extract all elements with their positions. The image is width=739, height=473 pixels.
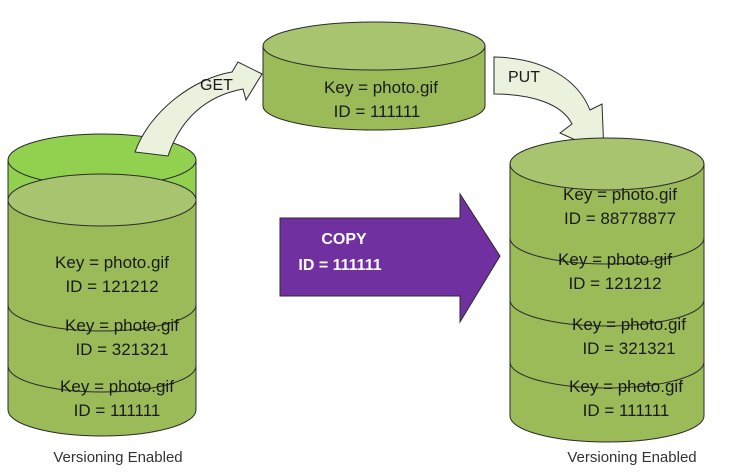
object-id: ID = 88778877 (564, 209, 676, 228)
object-id: ID = 111111 (74, 401, 161, 420)
copy-id-label: ID = 111111 (298, 257, 381, 274)
object-key: Key = photo.gif (324, 78, 438, 97)
copy-arrow: COPY ID = 111111 (279, 192, 501, 324)
object-key: Key = photo.gif (60, 377, 174, 396)
copy-label: COPY (321, 231, 367, 248)
object-key: Key = photo.gif (572, 315, 686, 334)
object-key: Key = photo.gif (569, 377, 683, 396)
object-key: Key = photo.gif (55, 253, 169, 272)
object-key: Key = photo.gif (558, 250, 672, 269)
put-arrow: PUT (493, 56, 605, 154)
object-id: ID = 321321 (582, 339, 675, 358)
source-bucket-caption: Versioning Enabled (53, 449, 182, 466)
object-id: ID = 121212 (65, 277, 158, 296)
destination-bucket: Key = photo.gif ID = 88778877 Key = phot… (509, 137, 705, 466)
source-object-3: Key = photo.gif ID = 111111 (60, 377, 174, 420)
source-bucket: Key = photo.gif ID = 121212 Key = photo.… (7, 133, 197, 466)
destination-object-4: Key = photo.gif ID = 111111 (569, 377, 683, 420)
object-id: ID = 121212 (568, 274, 661, 293)
object-id: ID = 321321 (75, 340, 168, 359)
retrieved-object: Key = photo.gif ID = 111111 (262, 21, 486, 131)
destination-object-1: Key = photo.gif ID = 88778877 (563, 185, 677, 228)
source-object-1: Key = photo.gif ID = 121212 (55, 253, 169, 296)
destination-object-2: Key = photo.gif ID = 121212 (558, 250, 672, 293)
destination-bucket-caption: Versioning Enabled (567, 449, 696, 466)
get-arrow: GET (134, 61, 263, 157)
object-id: ID = 111111 (334, 102, 421, 121)
get-label: GET (200, 77, 233, 94)
source-object-2: Key = photo.gif ID = 321321 (65, 316, 179, 359)
object-key: Key = photo.gif (563, 185, 677, 204)
object-id: ID = 111111 (583, 401, 670, 420)
put-label: PUT (508, 69, 540, 86)
object-key: Key = photo.gif (65, 316, 179, 335)
destination-object-3: Key = photo.gif ID = 321321 (572, 315, 686, 358)
